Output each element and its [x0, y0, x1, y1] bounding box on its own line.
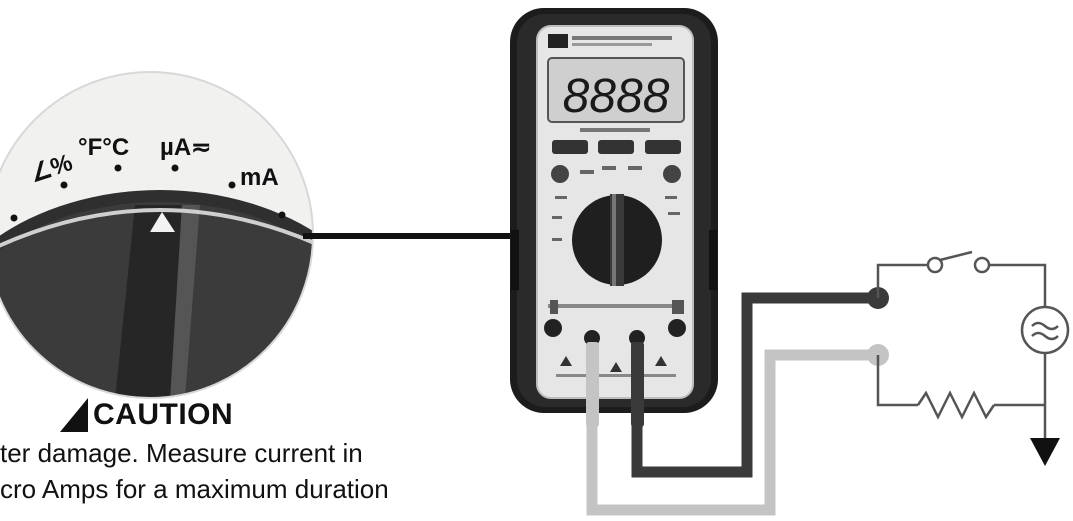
jack-volts-ohms[interactable]	[668, 319, 686, 337]
lcd-screen	[547, 57, 685, 123]
ground-icon	[1030, 438, 1060, 466]
dial-zoom-view: ∠% °F°C µA≂ mA	[0, 72, 313, 398]
function-button-left[interactable]	[552, 140, 588, 154]
dial-label-microamps: µA≂	[160, 134, 211, 161]
hold-button[interactable]	[551, 165, 569, 183]
resistor-icon	[916, 390, 996, 420]
multimeter: 8888	[510, 8, 718, 413]
lcd-reading: 8888	[563, 70, 670, 123]
dial-label-milliamps: mA	[240, 164, 279, 191]
jack-amps[interactable]	[544, 319, 562, 337]
function-button-middle[interactable]	[598, 140, 634, 154]
caution-text-line-2: cro Amps for a maximum duration	[0, 474, 389, 504]
ac-source-icon	[1020, 305, 1070, 355]
dial-label-temperature: °F°C	[78, 134, 129, 161]
caution-title: CAUTION	[93, 398, 234, 431]
circuit	[876, 250, 1070, 438]
function-button-right[interactable]	[645, 140, 681, 154]
caution-warning-icon	[60, 398, 88, 432]
switch-icon	[926, 256, 944, 274]
caution-text-line-1: ter damage. Measure current in	[0, 438, 363, 468]
range-button[interactable]	[663, 165, 681, 183]
